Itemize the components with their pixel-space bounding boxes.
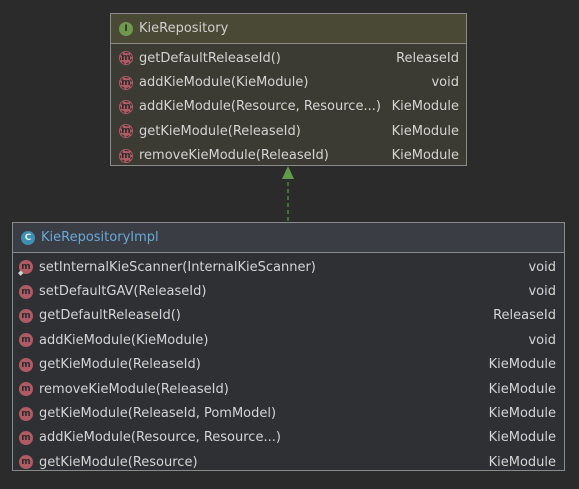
method-icon: m: [19, 333, 33, 348]
class-name: KieRepositoryImpl: [41, 230, 159, 245]
interface-methods: m getDefaultReleaseId() ReleaseId m addKieMo…: [111, 44, 466, 168]
method-icon: m: [19, 430, 33, 445]
method-row[interactable]: m setDefaultGAV(ReleaseId) void: [13, 279, 564, 303]
method-signature: addKieModule(KieModule): [139, 75, 309, 91]
method-signature: addKieModule(Resource, Resource...): [39, 430, 281, 446]
method-icon: m: [19, 455, 33, 470]
method-row[interactable]: m getKieModule(ReleaseId, PomModel) KieMod…: [13, 401, 564, 425]
method-row[interactable]: m getKieModule(Resource) KieModule: [13, 450, 564, 474]
interface-box-kierepository[interactable]: I KieRepository m getDefaultReleaseId() Re…: [110, 13, 467, 166]
class-box-kierepositoryimpl[interactable]: C KieRepositoryImpl m◆setInternalKieScan…: [12, 222, 565, 471]
interface-header[interactable]: I KieRepository: [111, 14, 466, 44]
method-return-type: KieModule: [488, 357, 556, 373]
method-row[interactable]: m getKieModule(ReleaseId) KieModule: [111, 119, 466, 143]
method-row[interactable]: m removeKieModule(ReleaseId) KieModule: [111, 144, 466, 168]
method-icon: m: [19, 260, 33, 275]
method-signature: getKieModule(ReleaseId): [139, 123, 301, 139]
method-signature: getDefaultReleaseId(): [139, 50, 281, 66]
class-icon: C: [21, 230, 35, 245]
method-row[interactable]: m getDefaultReleaseId() ReleaseId: [13, 304, 564, 328]
method-row[interactable]: m addKieModule(Resource, Resource...) KieM…: [13, 426, 564, 450]
method-row[interactable]: m getKieModule(ReleaseId) KieModule: [13, 353, 564, 377]
method-return-type: KieModule: [488, 430, 556, 446]
method-signature: addKieModule(Resource, Resource...): [139, 99, 381, 115]
method-return-type: KieModule: [488, 381, 556, 397]
method-icon: m: [119, 124, 133, 139]
method-icon: m: [119, 99, 133, 114]
method-row[interactable]: m addKieModule(Resource, Resource...) KieM…: [111, 95, 466, 119]
method-row[interactable]: m addKieModule(KieModule) void: [13, 328, 564, 352]
method-signature: removeKieModule(ReleaseId): [39, 381, 229, 397]
method-return-type: KieModule: [391, 99, 459, 115]
method-icon: m: [19, 357, 33, 372]
method-signature: getKieModule(Resource): [39, 454, 198, 470]
method-return-type: void: [528, 284, 556, 300]
interface-name: KieRepository: [139, 21, 229, 36]
method-row[interactable]: m getDefaultReleaseId() ReleaseId: [111, 46, 466, 70]
method-return-type: KieModule: [391, 123, 459, 139]
method-signature: getKieModule(ReleaseId): [39, 357, 201, 373]
method-return-type: ReleaseId: [396, 50, 459, 66]
method-return-type: KieModule: [488, 406, 556, 422]
method-return-type: KieModule: [391, 148, 459, 164]
method-signature: setDefaultGAV(ReleaseId): [39, 284, 207, 300]
class-header[interactable]: C KieRepositoryImpl: [13, 223, 564, 253]
method-signature: addKieModule(KieModule): [39, 332, 209, 348]
method-icon: m: [119, 148, 133, 163]
method-signature: setInternalKieScanner(InternalKieScanner…: [39, 259, 316, 275]
method-return-type: void: [431, 75, 459, 91]
method-icon: m: [119, 51, 133, 66]
method-row[interactable]: m removeKieModule(ReleaseId) KieModule: [13, 377, 564, 401]
method-signature: getDefaultReleaseId(): [39, 308, 181, 324]
method-signature: removeKieModule(ReleaseId): [139, 148, 329, 164]
method-return-type: KieModule: [488, 454, 556, 470]
class-methods: m◆setInternalKieScanner(InternalKieScann…: [13, 253, 564, 475]
method-row[interactable]: m addKieModule(KieModule) void: [111, 70, 466, 94]
method-row[interactable]: m◆ setInternalKieScanner(InternalKieScann…: [13, 255, 564, 279]
method-signature: getKieModule(ReleaseId, PomModel): [39, 406, 277, 422]
method-icon: m: [19, 284, 33, 299]
method-icon: m: [119, 75, 133, 90]
method-icon: m: [19, 406, 33, 421]
package-visibility-icon: ◆: [18, 269, 24, 277]
method-return-type: void: [528, 332, 556, 348]
method-return-type: ReleaseId: [493, 308, 556, 324]
interface-icon: I: [119, 21, 133, 36]
method-icon: m: [19, 382, 33, 397]
method-icon: m: [19, 308, 33, 323]
method-return-type: void: [528, 259, 556, 275]
